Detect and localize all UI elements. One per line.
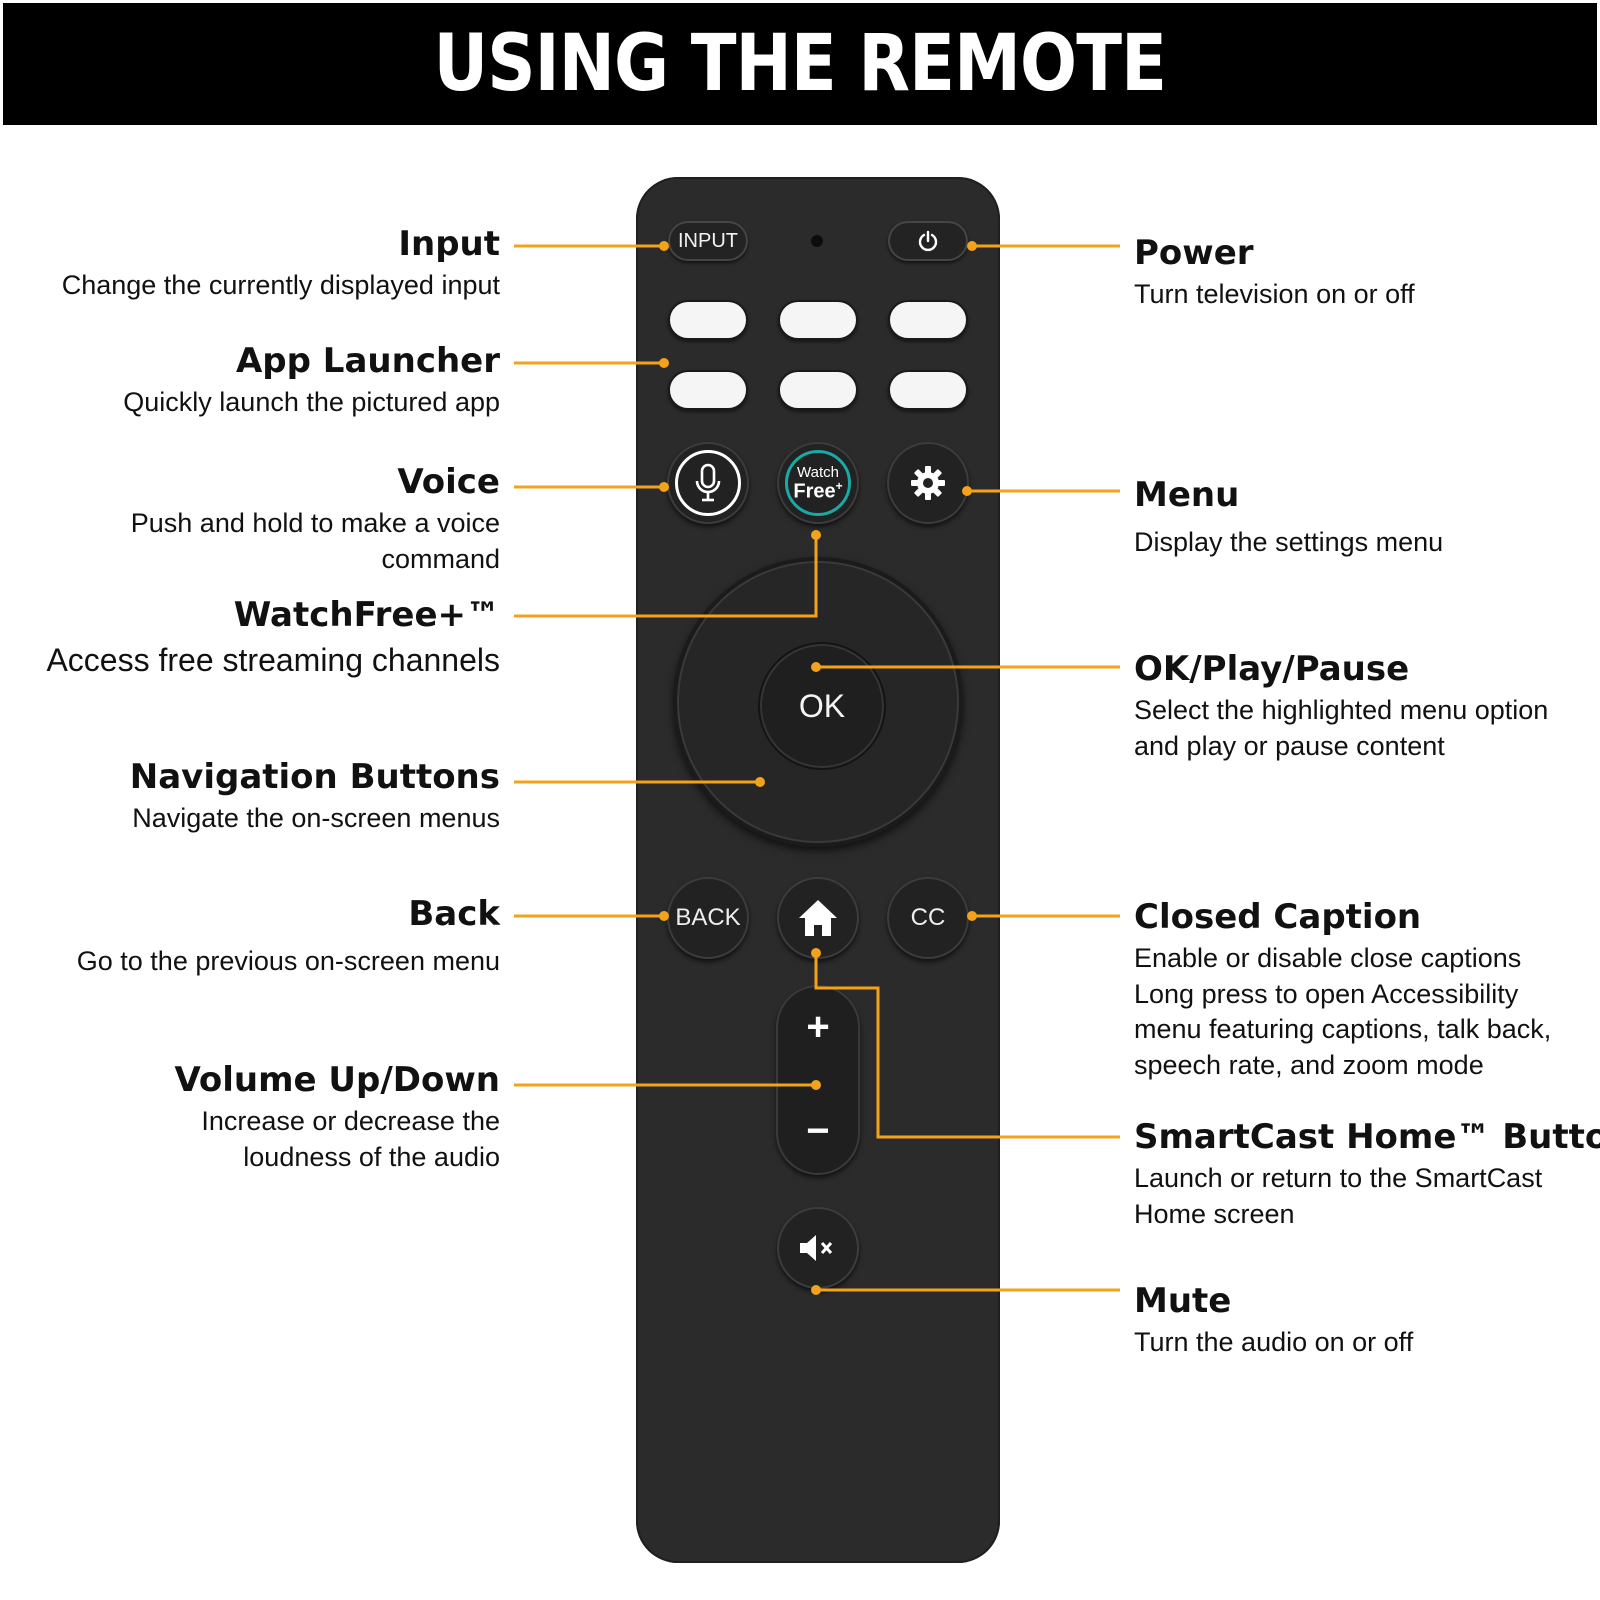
callout-desc: Quickly launch the pictured app	[123, 387, 500, 418]
input-button[interactable]: INPUT	[668, 221, 748, 261]
callout-title: Closed Caption	[1134, 897, 1422, 937]
watchfree-logo-bottom: Free	[793, 480, 836, 503]
watchfree-logo-top: Watch	[797, 463, 839, 481]
callout-title: Volume Up/Down	[174, 1060, 500, 1100]
menu-button[interactable]	[887, 442, 969, 524]
callout-title: Menu	[1134, 475, 1240, 515]
callout-title: WatchFree+™	[233, 595, 500, 635]
callout-desc: Turn the audio on or off	[1134, 1327, 1414, 1358]
callout-power: Power Turn television on or off	[1134, 233, 1415, 313]
volume-up-button[interactable]: +	[806, 1005, 830, 1049]
callout-title: Navigation Buttons	[129, 757, 500, 797]
callout-desc: Change the currently displayed input	[61, 270, 500, 301]
callout-mute: Mute Turn the audio on or off	[1134, 1281, 1414, 1361]
watchfree-logo-plus: +	[835, 478, 843, 493]
closed-caption-button[interactable]: CC	[887, 877, 969, 959]
navigation-callout-dot	[755, 777, 765, 787]
power-callout-dot	[967, 241, 977, 251]
app-launcher-button-6[interactable]	[888, 370, 968, 410]
microphone-hole	[811, 235, 823, 247]
callout-back: Back Go to the previous on-screen menu	[76, 894, 500, 980]
callout-volume: Volume Up/Down Increase or decrease the …	[100, 1060, 500, 1175]
callout-closed-caption: Closed Caption Enable or disable close c…	[1134, 897, 1554, 1084]
home-callout-line	[814, 953, 1120, 1139]
voice-button[interactable]	[667, 442, 749, 524]
callout-title: OK/Play/Pause	[1134, 649, 1410, 689]
volume-callout-dot	[811, 1080, 821, 1090]
menu-callout-dot	[962, 486, 972, 496]
home-icon	[799, 900, 837, 936]
callout-title: Mute	[1134, 1281, 1232, 1321]
callout-desc: Navigate the on-screen menus	[132, 803, 500, 834]
callout-input: Input Change the currently displayed inp…	[61, 224, 500, 304]
mute-button[interactable]	[777, 1207, 859, 1289]
callout-ok: OK/Play/Pause Select the highlighted men…	[1134, 649, 1554, 764]
callout-desc: Display the settings menu	[1134, 527, 1444, 558]
power-icon	[918, 230, 938, 252]
back-button[interactable]: BACK	[667, 877, 749, 959]
mute-icon	[800, 1235, 833, 1261]
callout-title: Back	[408, 894, 500, 934]
app-launcher-button-3[interactable]	[888, 300, 968, 340]
volume-down-button[interactable]: −	[806, 1109, 830, 1153]
gear-icon	[911, 466, 945, 500]
header-banner: USING THE REMOTE	[3, 3, 1597, 125]
callout-title: SmartCast Home™ Button	[1134, 1117, 1600, 1157]
watchfree-button[interactable]: Watch Free+	[777, 442, 859, 524]
app-launcher-button-2[interactable]	[778, 300, 858, 340]
microphone-icon	[695, 463, 721, 502]
callout-desc: Push and hold to make a voice command	[130, 508, 500, 574]
callout-title: Input	[398, 224, 500, 264]
power-button[interactable]	[888, 221, 968, 261]
input-callout-dot	[659, 241, 669, 251]
ok-callout-dot	[811, 662, 821, 672]
app-launcher-callout-dot	[659, 358, 669, 368]
callout-desc: Select the highlighted menu option and p…	[1134, 695, 1549, 761]
app-launcher-button-1[interactable]	[668, 300, 748, 340]
watchfree-callout-dot	[811, 530, 821, 540]
callout-title: Voice	[397, 462, 500, 502]
callout-title: Power	[1134, 233, 1254, 273]
callout-desc: Launch or return to the SmartCast Home s…	[1134, 1163, 1543, 1229]
callout-voice: Voice Push and hold to make a voice comm…	[120, 462, 500, 577]
callout-desc: Enable or disable close captions Long pr…	[1134, 943, 1552, 1080]
callout-title: App Launcher	[235, 341, 500, 381]
volume-rocker[interactable]: + −	[776, 985, 860, 1175]
home-button[interactable]	[777, 877, 859, 959]
mute-callout-dot	[811, 1285, 821, 1295]
ok-button[interactable]: OK	[758, 642, 886, 770]
app-launcher-button-4[interactable]	[668, 370, 748, 410]
callout-navigation: Navigation Buttons Navigate the on-scree…	[129, 757, 500, 837]
app-launcher-button-5[interactable]	[778, 370, 858, 410]
callout-desc: Access free streaming channels	[46, 642, 500, 679]
callout-desc: Turn television on or off	[1134, 279, 1415, 310]
home-callout-dot	[811, 948, 821, 958]
watchfree-callout-line	[514, 535, 818, 618]
cc-callout-dot	[967, 911, 977, 921]
callout-desc: Increase or decrease the loudness of the…	[201, 1106, 500, 1172]
callout-app-launcher: App Launcher Quickly launch the pictured…	[123, 341, 500, 421]
back-callout-dot	[659, 911, 669, 921]
callout-desc: Go to the previous on-screen menu	[76, 946, 500, 977]
page-title: USING THE REMOTE	[433, 19, 1167, 109]
remote-control: INPUT Watch Free+	[636, 177, 1000, 1563]
callout-menu: Menu Display the settings menu	[1134, 475, 1444, 561]
callout-watchfree: WatchFree+™ Access free streaming channe…	[46, 595, 500, 681]
callout-smartcast-home: SmartCast Home™ Button Launch or return …	[1134, 1117, 1600, 1232]
voice-callout-dot	[659, 482, 669, 492]
